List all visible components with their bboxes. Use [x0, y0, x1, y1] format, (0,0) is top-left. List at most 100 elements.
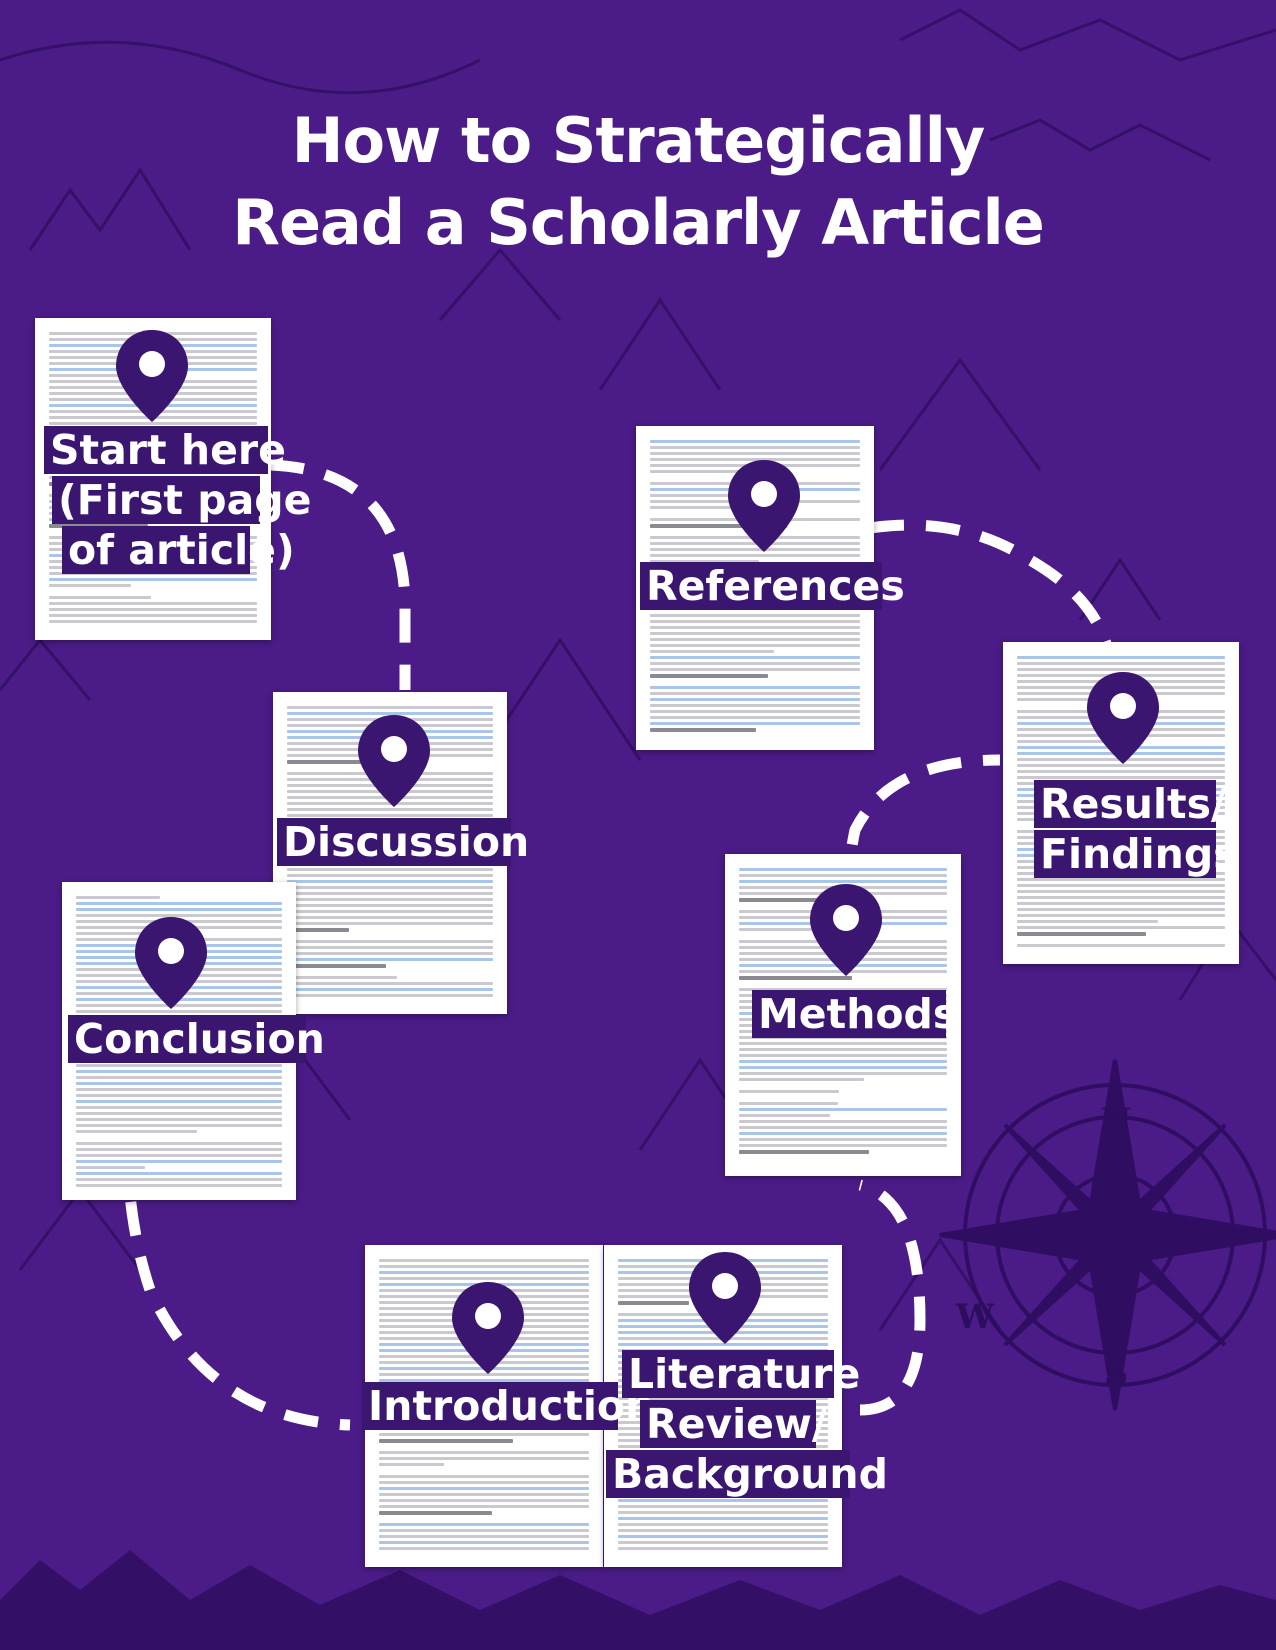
text-line [76, 896, 160, 899]
label-review: Review/ [640, 1400, 827, 1448]
text-line [287, 988, 493, 991]
text-line [287, 994, 493, 997]
text-line [650, 470, 758, 473]
text-line [1017, 884, 1225, 887]
text-line [76, 1160, 282, 1163]
text-line [739, 874, 947, 877]
text-line [49, 584, 132, 587]
text-line [650, 716, 860, 719]
text-line [379, 1487, 589, 1490]
text-line [76, 1166, 145, 1169]
text-line [650, 446, 860, 449]
label-methods: Methods [752, 990, 957, 1038]
text-line [287, 964, 387, 968]
text-line [618, 1535, 828, 1538]
text-line [379, 1439, 514, 1443]
title-line-2: Read a Scholarly Article [232, 186, 1045, 259]
text-line [379, 1529, 589, 1532]
text-line [287, 880, 493, 883]
text-line [379, 1499, 589, 1502]
text-line [287, 874, 493, 877]
title-line-1: How to Strategically [291, 104, 986, 177]
text-line [287, 922, 493, 925]
text-line [287, 706, 493, 709]
text-line [287, 814, 493, 817]
text-line [650, 704, 860, 707]
text-line [618, 1343, 828, 1346]
text-line [1017, 878, 1225, 881]
text-line [739, 1072, 947, 1075]
text-line [379, 1379, 589, 1382]
text-line [287, 910, 493, 913]
text-line [618, 1511, 828, 1514]
text-line [379, 1433, 589, 1436]
text-line [650, 458, 860, 461]
text-line [76, 1142, 282, 1145]
text-line [76, 1118, 282, 1121]
map-pin-icon [728, 460, 800, 552]
map-pin-icon [810, 884, 882, 976]
compass-n: N [1100, 1101, 1131, 1141]
text-line [76, 908, 282, 911]
text-line [76, 1178, 282, 1181]
text-line [650, 626, 860, 629]
text-line [287, 760, 376, 764]
text-line [650, 620, 860, 623]
text-line [76, 1184, 282, 1187]
text-line [739, 1126, 947, 1129]
text-line [49, 374, 161, 377]
label-discussion: Discussion [277, 818, 529, 866]
text-line [739, 1138, 947, 1141]
text-line [76, 1076, 282, 1079]
text-line [287, 904, 493, 907]
text-line [618, 1547, 828, 1550]
text-line [650, 698, 860, 701]
text-line [287, 952, 493, 955]
text-line [379, 1475, 589, 1478]
text-line [650, 452, 860, 455]
map-pin-icon [116, 330, 188, 422]
text-line [618, 1505, 828, 1508]
label-background: Background [606, 1450, 888, 1498]
text-line [287, 808, 493, 811]
text-line [379, 1481, 589, 1484]
text-line [379, 1265, 589, 1268]
text-line [76, 1082, 282, 1085]
label-conclusion: Conclusion [68, 1015, 325, 1063]
text-line [379, 1523, 589, 1526]
text-line [49, 620, 257, 623]
text-line [618, 1529, 828, 1532]
label-introduction: Introduction [362, 1382, 654, 1430]
text-line [76, 1172, 282, 1175]
text-line [650, 506, 770, 509]
text-line [49, 422, 257, 425]
text-line [739, 1108, 947, 1111]
text-line [76, 1124, 282, 1127]
text-line [1017, 890, 1225, 893]
text-line [618, 1301, 689, 1305]
text-line [650, 632, 860, 635]
text-line [76, 1010, 282, 1013]
text-line [49, 596, 151, 599]
text-line [287, 898, 493, 901]
text-line [76, 1070, 282, 1073]
text-line [1017, 920, 1159, 923]
text-line [379, 1271, 589, 1274]
text-line [650, 656, 860, 659]
text-line [287, 802, 493, 805]
compass-rose-icon [939, 1059, 1276, 1411]
text-line [650, 542, 860, 545]
text-line [1017, 668, 1225, 671]
text-line [739, 1114, 831, 1117]
text-line [76, 1154, 282, 1157]
label-findings: Findings [1034, 830, 1238, 878]
page-title: How to Strategically Read a Scholarly Ar… [0, 100, 1276, 264]
text-line [1017, 698, 1130, 701]
text-line [287, 868, 493, 871]
text-line [379, 1511, 493, 1515]
text-line [1017, 944, 1225, 947]
text-line [49, 578, 257, 581]
text-line [650, 662, 860, 665]
text-line [650, 692, 860, 695]
text-line [379, 1373, 589, 1376]
